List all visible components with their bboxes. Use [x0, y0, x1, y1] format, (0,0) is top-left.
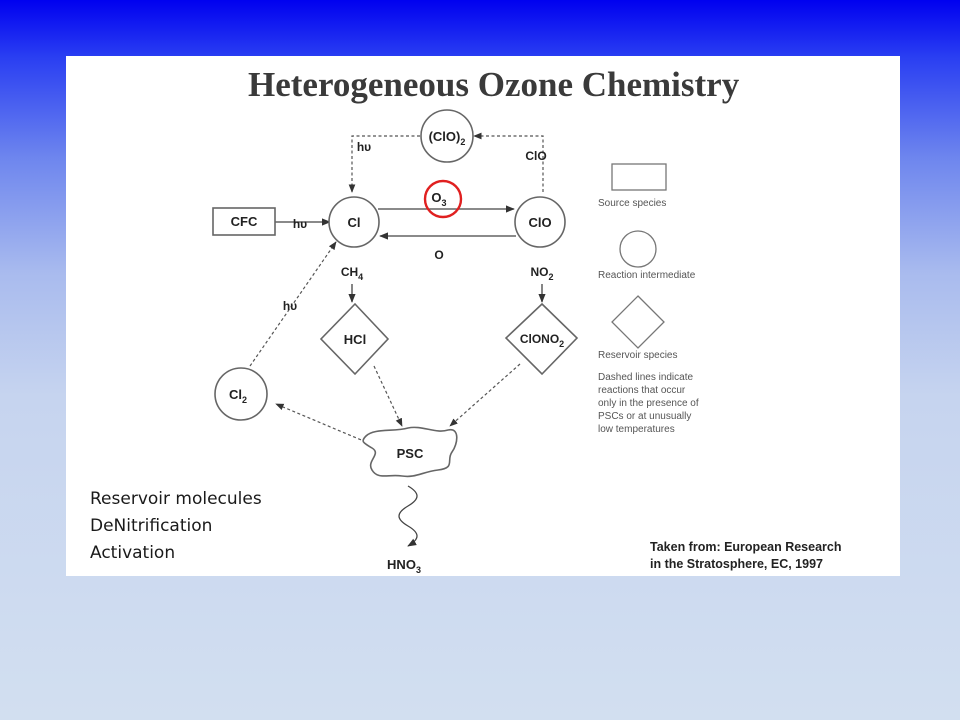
- legend-note-line-2: reactions that occur: [598, 385, 686, 396]
- edge-clo2-to-cl: [348, 135, 420, 193]
- label-ch4: CH4: [341, 265, 363, 282]
- legend-source-swatch: [611, 163, 667, 191]
- node-o3-label: O3: [431, 190, 446, 208]
- node-cfc: [212, 207, 276, 236]
- node-hcl: [319, 302, 390, 376]
- ozone-chemistry-diagram: Heterogeneous Ozone Chemistry (ClO)2 Cl: [212, 65, 842, 575]
- credit-line-1: Taken from: European Research: [650, 540, 842, 554]
- legend-reservoir-swatch: [611, 295, 665, 349]
- o3-highlight-circle: [423, 179, 463, 219]
- node-clono2-label: ClONO2: [520, 332, 564, 349]
- bullet-item-activation: Activation: [90, 543, 176, 563]
- edge-psc-to-cl2: [275, 403, 367, 443]
- label-clo-top: ClO: [525, 149, 546, 163]
- diagram-title: Heterogeneous Ozone Chemistry: [248, 65, 740, 104]
- edge-clo-to-clo2: [473, 132, 544, 192]
- legend-intermediate-label: Reaction intermediate: [598, 270, 696, 281]
- label-no2: NO2: [530, 265, 553, 282]
- node-clo2: [420, 109, 474, 163]
- node-cl2: [214, 367, 268, 421]
- credit-line-2: in the Stratosphere, EC, 1997: [650, 557, 823, 571]
- node-clo-label: ClO: [528, 215, 551, 230]
- legend-intermediate-swatch: [619, 230, 657, 268]
- label-hv-cfc: hυ: [293, 217, 307, 231]
- node-cl-label: Cl: [348, 215, 361, 230]
- node-hno3-label: HNO3: [387, 557, 421, 575]
- legend-note-line-4: PSCs or at unusually: [598, 411, 691, 422]
- edge-psc-to-hno3: [398, 485, 418, 547]
- node-clono2: [504, 302, 579, 376]
- legend-note-line-5: low temperatures: [598, 424, 675, 435]
- slide-panel: Heterogeneous Ozone Chemistry (ClO)2 Cl: [66, 56, 900, 576]
- bullet-list: Reservoir molecules DeNitrification Acti…: [90, 486, 262, 567]
- bullet-item-reservoir-molecules: Reservoir molecules: [90, 489, 262, 509]
- node-clo: [514, 196, 566, 248]
- legend-note-line-3: only in the presence of: [598, 398, 699, 409]
- legend-source-label: Source species: [598, 198, 666, 209]
- edge-clono2-to-psc: [449, 363, 521, 427]
- edge-hcl-to-psc: [373, 365, 403, 427]
- node-cl2-label: Cl2: [229, 387, 247, 405]
- label-hv-cl2: hυ: [283, 299, 297, 313]
- legend-reservoir-label: Reservoir species: [598, 350, 677, 361]
- node-clo2-label: (ClO)2: [429, 129, 466, 147]
- node-psc: [362, 426, 458, 478]
- node-hcl-label: HCl: [344, 332, 366, 347]
- bullet-item-denitrification: DeNitrification: [90, 516, 213, 536]
- node-cfc-label: CFC: [231, 214, 258, 229]
- node-cl: [328, 196, 380, 248]
- label-hv-top: hυ: [357, 140, 371, 154]
- legend-note-line-1: Dashed lines indicate: [598, 372, 693, 383]
- label-o: O: [434, 248, 443, 262]
- node-psc-label: PSC: [397, 446, 424, 461]
